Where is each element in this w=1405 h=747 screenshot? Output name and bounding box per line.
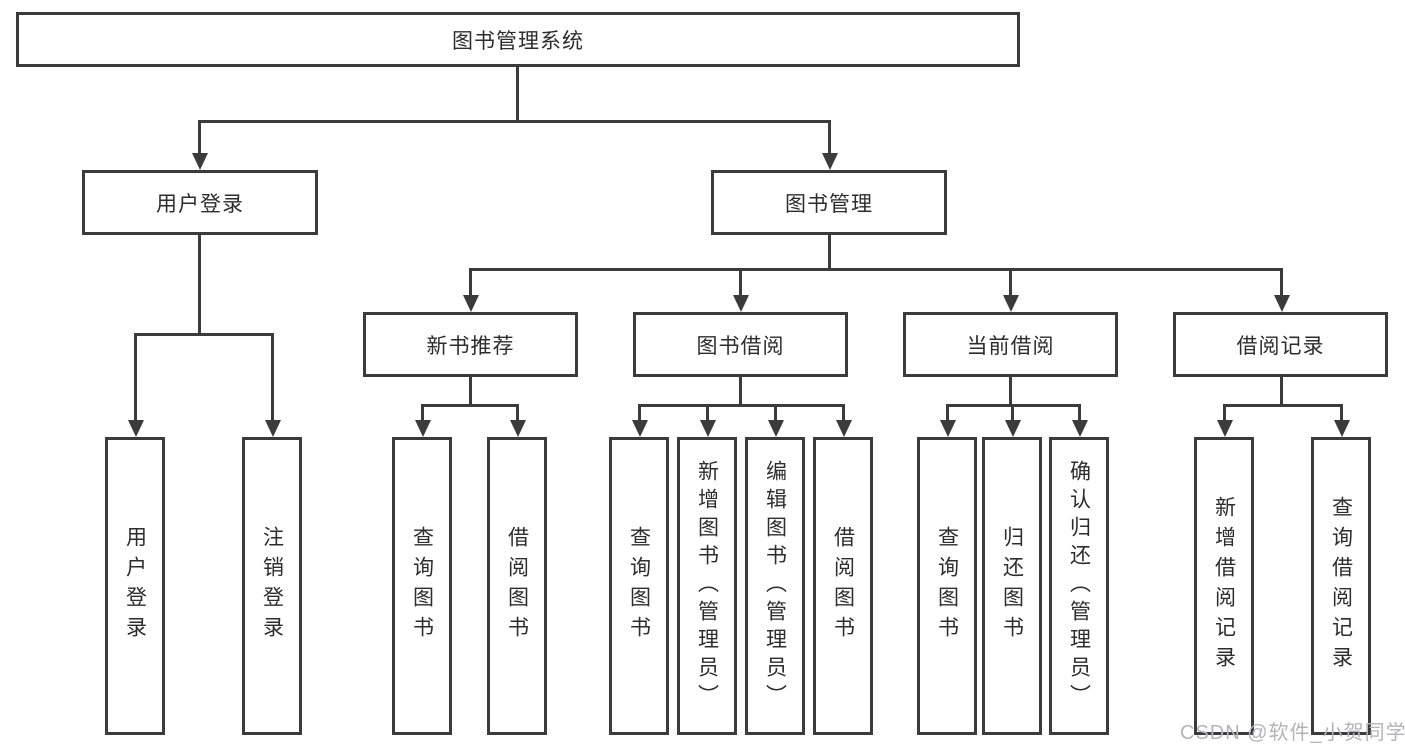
connector-line — [828, 235, 831, 270]
node-label: 注销登录 — [260, 526, 284, 646]
connector-line — [1280, 377, 1283, 406]
node-label: 借阅记录 — [1236, 334, 1325, 358]
connector-line — [198, 120, 830, 123]
arrow-down-icon — [128, 420, 144, 437]
leaf-borrow-books-borrowing: 借阅图书 — [813, 437, 873, 735]
connector-line — [516, 67, 519, 123]
leaf-return-book: 归还图书 — [982, 437, 1042, 735]
node-label: 当前借阅 — [966, 334, 1055, 358]
node-book-management: 图书管理 — [711, 170, 947, 235]
arrow-down-icon — [822, 153, 838, 170]
connector-line — [469, 268, 1283, 271]
connector-line — [706, 404, 709, 420]
connector-line — [516, 404, 519, 420]
connector-line — [1280, 268, 1283, 296]
leaf-edit-book-admin: 编辑图书（管理员） — [745, 437, 805, 735]
node-label: 新书推荐 — [426, 334, 515, 358]
connector-line — [739, 377, 742, 406]
node-borrowing-records: 借阅记录 — [1173, 312, 1388, 377]
arrow-down-icon — [1003, 295, 1019, 312]
arrow-down-icon — [632, 420, 648, 437]
connector-line — [198, 235, 201, 335]
leaf-query-borrow-record: 查询借阅记录 — [1311, 437, 1371, 735]
node-label: 查询借阅记录 — [1329, 496, 1353, 676]
node-label: 查询图书 — [627, 526, 651, 646]
node-label: 确认归还（管理员） — [1067, 460, 1091, 712]
connector-line — [1078, 404, 1081, 420]
node-label: 借阅图书 — [505, 526, 529, 646]
connector-line — [739, 268, 742, 296]
connector-line — [1223, 404, 1226, 420]
leaf-query-books-current: 查询图书 — [917, 437, 977, 735]
connector-line — [421, 404, 424, 420]
node-label: 查询图书 — [935, 526, 959, 646]
leaf-borrow-books-recommend: 借阅图书 — [487, 437, 547, 735]
node-root-library-management-system: 图书管理系统 — [16, 12, 1020, 67]
arrow-down-icon — [463, 295, 479, 312]
connector-line — [1011, 404, 1014, 420]
arrow-down-icon — [265, 420, 281, 437]
connector-line — [134, 333, 274, 336]
leaf-logout: 注销登录 — [242, 437, 302, 735]
arrow-down-icon — [415, 420, 431, 437]
leaf-confirm-return-admin: 确认归还（管理员） — [1049, 437, 1109, 735]
leaf-user-login: 用户登录 — [105, 437, 165, 735]
node-label: 图书管理系统 — [452, 29, 584, 53]
connector-line — [1223, 404, 1342, 407]
node-user-login: 用户登录 — [82, 170, 318, 235]
arrow-down-icon — [733, 295, 749, 312]
arrow-down-icon — [1217, 420, 1233, 437]
node-book-borrowing: 图书借阅 — [633, 312, 848, 377]
node-label: 新增借阅记录 — [1212, 496, 1236, 676]
arrow-down-icon — [836, 420, 852, 437]
node-label: 用户登录 — [123, 526, 147, 646]
arrow-down-icon — [700, 420, 716, 437]
connector-line — [469, 268, 472, 296]
arrow-down-icon — [510, 420, 526, 437]
arrow-down-icon — [1005, 420, 1021, 437]
connector-line — [842, 404, 845, 420]
connector-line — [198, 120, 201, 154]
node-label: 编辑图书（管理员） — [763, 460, 787, 712]
connector-line — [1009, 268, 1012, 296]
connector-line — [638, 404, 844, 407]
connector-line — [1340, 404, 1343, 420]
connector-line — [134, 333, 137, 420]
connector-line — [828, 120, 831, 154]
leaf-query-books-recommend: 查询图书 — [392, 437, 452, 735]
csdn-watermark: CSDN @软件_小贺同学 — [1180, 722, 1405, 744]
connector-line — [946, 404, 949, 420]
connector-line — [774, 404, 777, 420]
node-label: 用户登录 — [156, 192, 244, 216]
node-label: 借阅图书 — [831, 526, 855, 646]
connector-line — [271, 333, 274, 420]
node-new-book-recommendation: 新书推荐 — [363, 312, 578, 377]
leaf-add-book-admin: 新增图书（管理员） — [677, 437, 737, 735]
node-label: 图书借阅 — [696, 334, 785, 358]
node-label: 归还图书 — [1000, 526, 1024, 646]
arrow-down-icon — [192, 153, 208, 170]
arrow-down-icon — [940, 420, 956, 437]
connector-line — [638, 404, 641, 420]
node-label: 查询图书 — [410, 526, 434, 646]
connector-line — [1009, 377, 1012, 406]
connector-line — [469, 377, 472, 406]
arrow-down-icon — [1072, 420, 1088, 437]
arrow-down-icon — [1274, 295, 1290, 312]
node-label: 新增图书（管理员） — [695, 460, 719, 712]
node-current-borrowing: 当前借阅 — [903, 312, 1118, 377]
leaf-add-borrow-record: 新增借阅记录 — [1194, 437, 1254, 735]
connector-line — [421, 404, 519, 407]
node-label: 图书管理 — [785, 192, 873, 216]
arrow-down-icon — [1334, 420, 1350, 437]
leaf-query-books-borrowing: 查询图书 — [609, 437, 669, 735]
arrow-down-icon — [768, 420, 784, 437]
